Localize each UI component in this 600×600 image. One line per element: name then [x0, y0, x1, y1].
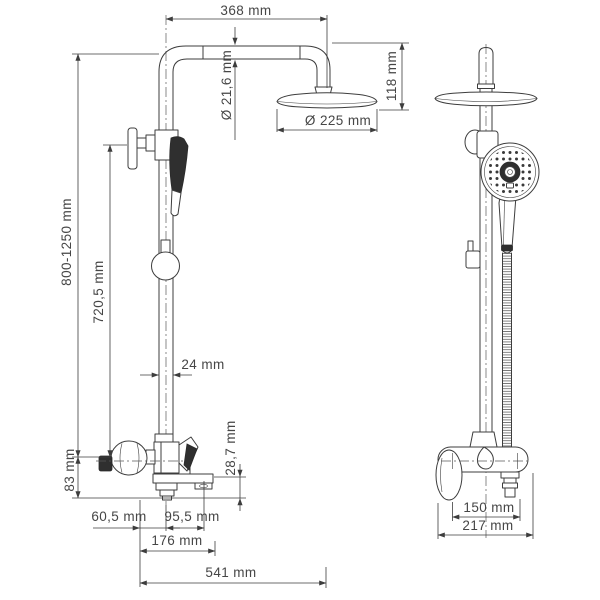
dim-label-176: 176 mm: [151, 533, 202, 548]
dim-label-95-5: 95,5 mm: [164, 509, 219, 524]
side-view: [96, 15, 378, 505]
dim-label-800-1250: 800-1250 mm: [59, 198, 74, 286]
dim-label-368: 368 mm: [220, 3, 271, 18]
dim-label-541: 541 mm: [205, 565, 256, 580]
diverter-pull-knob: [476, 446, 494, 470]
diverter-handwheel: [127, 127, 138, 170]
dim-label-225: Ø 225 mm: [305, 113, 371, 128]
dim-label-60-5: 60,5 mm: [91, 509, 146, 524]
dim-label-118: 118 mm: [384, 51, 399, 101]
dimension-annotations: 368 mm Ø 21,6 mm 118 mm Ø 225 mm 800-125…: [59, 3, 534, 588]
dim-label-217: 217 mm: [462, 518, 513, 533]
front-top-pipe: [477, 47, 495, 93]
slider-bracket-front: [465, 240, 481, 269]
mixer-side: [96, 433, 214, 501]
dim-label-24: 24 mm: [181, 357, 224, 372]
hand-shower-front: [480, 142, 540, 254]
hand-shower-side: [169, 136, 189, 217]
shower-arm: [158, 45, 333, 96]
mixer-front: [435, 446, 531, 501]
mixer-body-side: [153, 441, 180, 474]
front-view: [434, 44, 540, 538]
dim-label-720-5: 720,5 mm: [91, 260, 106, 323]
hand-shower-handle: [498, 195, 517, 254]
mixer-knob-side: [110, 440, 148, 476]
mixer-wall-bracket: [469, 431, 498, 448]
hand-shower-handle-tip: [170, 189, 182, 217]
spout-aerator: [155, 482, 178, 491]
shower-hose: [502, 252, 512, 450]
diverter-stem: [145, 134, 156, 152]
mixer-lever-front: [435, 449, 463, 501]
dim-label-28-7: 28,7 mm: [223, 420, 238, 475]
mixer-bracket: [152, 473, 214, 484]
overhead-shower-side: [276, 92, 378, 109]
slider-ring: [151, 239, 180, 281]
hand-shower-holder: [464, 129, 499, 159]
dim-label-83: 83 mm: [62, 448, 77, 491]
overhead-shower-front: [434, 91, 538, 107]
hose-outlet-side: [194, 482, 213, 490]
hose-outlet-front: [500, 471, 520, 479]
mode-button: [506, 182, 514, 189]
dim-label-150: 150 mm: [463, 500, 514, 515]
dim-label-21-6: Ø 21,6 mm: [219, 50, 234, 120]
wall-connection: [98, 455, 113, 472]
